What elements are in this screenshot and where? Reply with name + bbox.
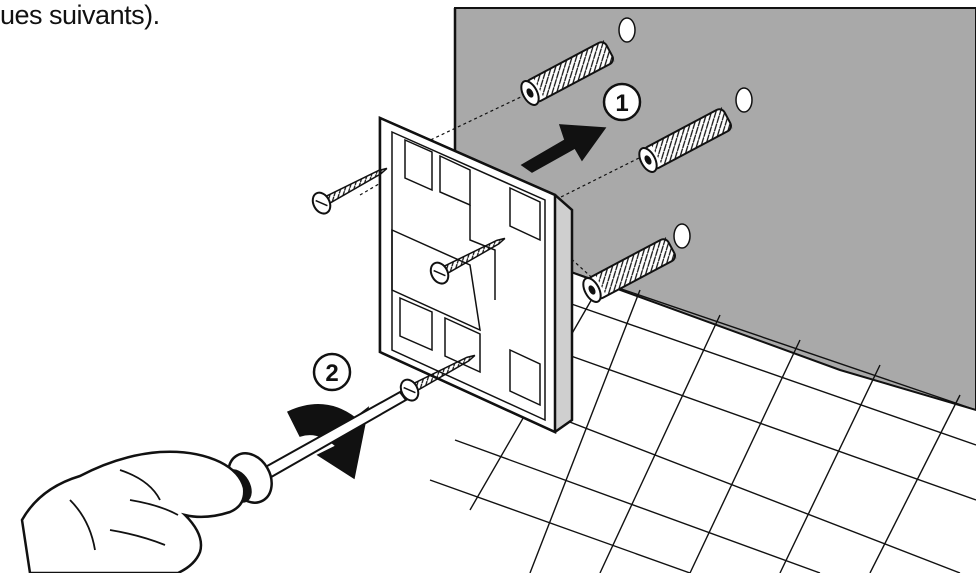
wall-plug-icon [520, 40, 616, 106]
wall-plug-icon [638, 107, 734, 173]
caption-text: ues suivants). [0, 0, 160, 30]
screw-icon [311, 167, 388, 215]
push-arrow-icon [520, 124, 607, 173]
wall-plug-icon [582, 237, 678, 303]
screw-icon [429, 237, 506, 285]
hand-fingers [69, 469, 179, 551]
svg-text:2: 2 [325, 360, 338, 387]
wall-holes [618, 17, 753, 249]
step-badge-2: 2 [312, 352, 352, 392]
step-badge-1: 1 [602, 82, 642, 122]
hand-icon [20, 450, 246, 573]
mounting-plate [378, 116, 574, 434]
svg-text:1: 1 [615, 90, 628, 117]
